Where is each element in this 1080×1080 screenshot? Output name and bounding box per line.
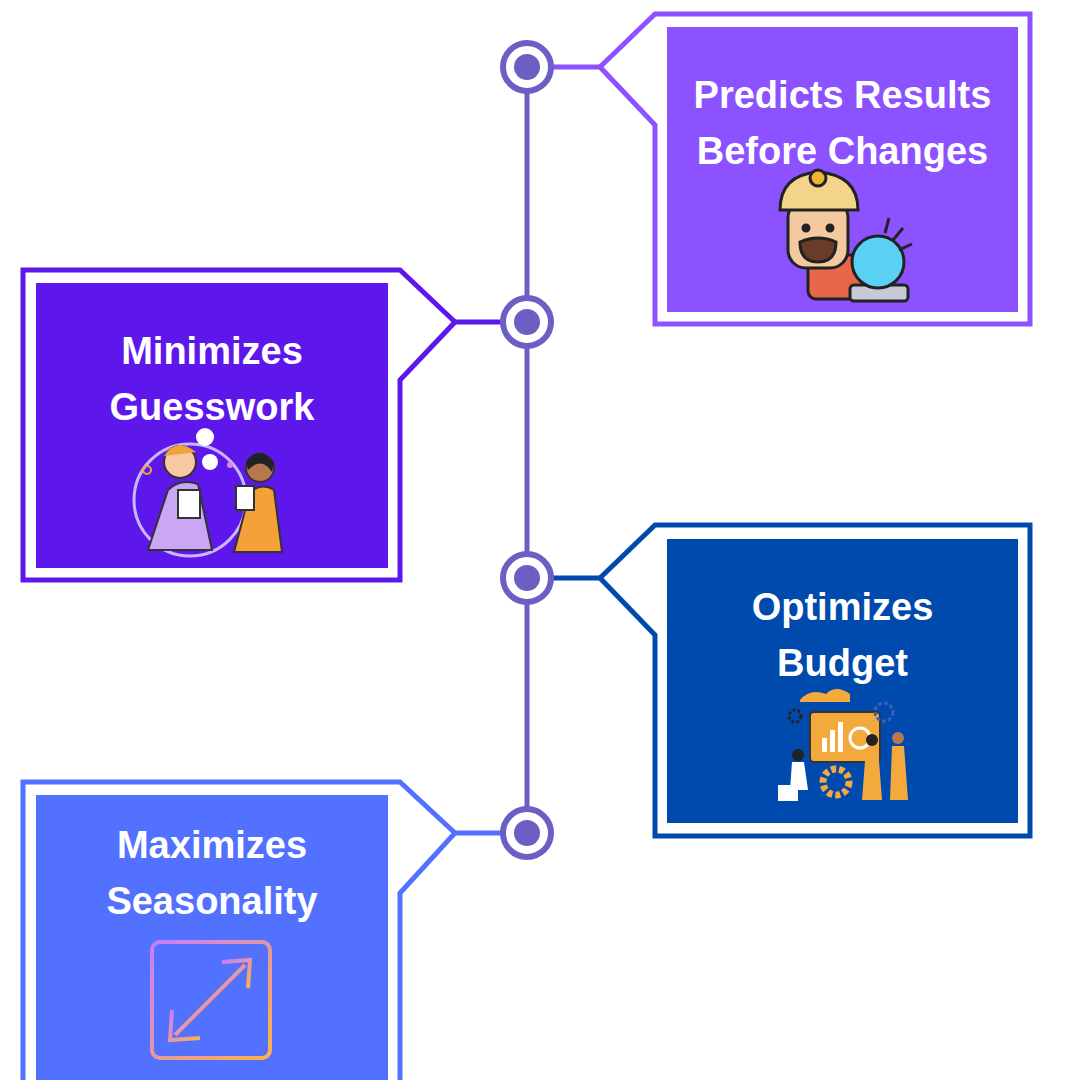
timeline-dots — [503, 43, 551, 857]
box-heading: Optimizes Budget — [667, 579, 1018, 691]
box-fill — [36, 795, 388, 1080]
box-fill — [667, 539, 1018, 823]
fortune-teller-icon — [780, 170, 912, 301]
box-outline — [600, 525, 1030, 836]
timeline-line — [525, 67, 530, 833]
box-heading: Predicts Results Before Changes — [667, 67, 1018, 179]
pointer-line — [453, 831, 502, 836]
timeline-box: Maximizes Seasonality — [36, 795, 388, 929]
pointer-line — [552, 576, 602, 581]
box-outline — [600, 14, 1030, 324]
timeline-box: Optimizes Budget — [667, 539, 1018, 691]
box-heading: Minimizes Guesswork — [36, 323, 388, 435]
box-heading: Maximizes Seasonality — [36, 817, 388, 929]
pointer-line — [552, 65, 602, 70]
timeline-box: Minimizes Guesswork — [36, 283, 388, 435]
budget-dashboard-icon — [778, 689, 908, 801]
box-outline — [23, 270, 455, 580]
people-talking-icon — [134, 428, 282, 556]
box-outline — [23, 782, 455, 1080]
seasonality-icon — [152, 942, 270, 1058]
pointer-line — [453, 320, 502, 325]
box-fill — [36, 283, 388, 568]
box-fill — [667, 27, 1018, 312]
timeline-box: Predicts Results Before Changes — [667, 27, 1018, 179]
timeline-dot-centres — [514, 54, 540, 846]
